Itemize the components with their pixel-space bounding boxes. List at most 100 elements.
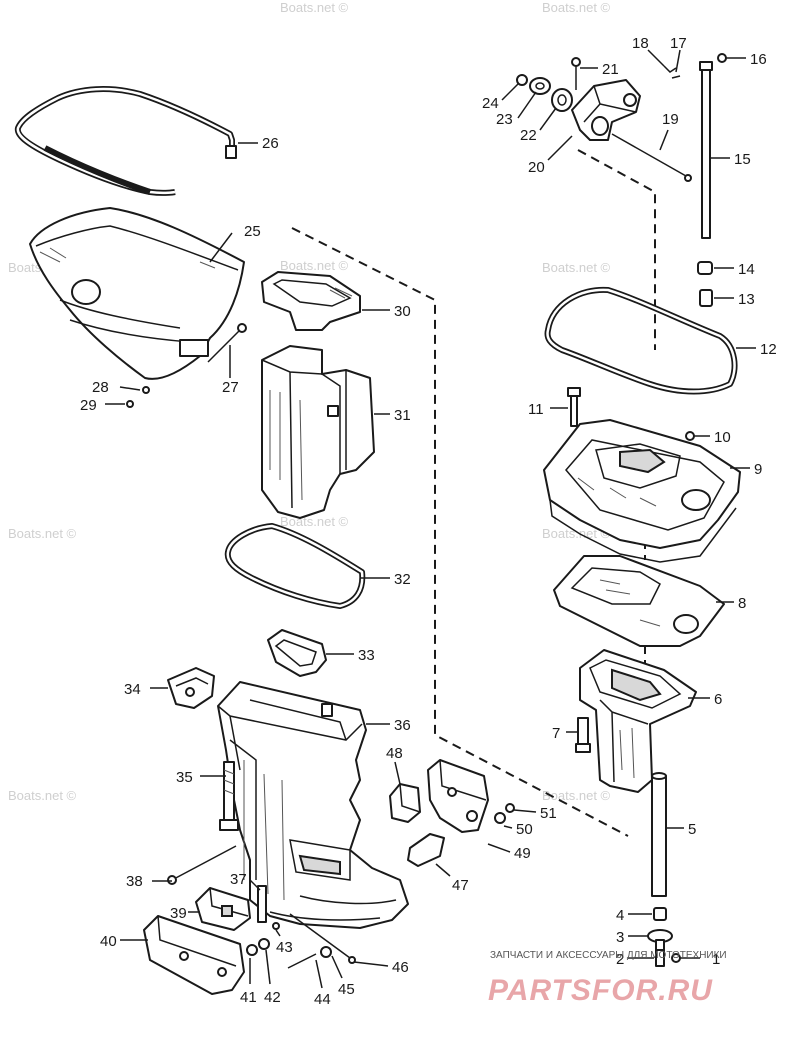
part-7-bolt <box>575 717 591 753</box>
part-25-lower-cowl <box>29 207 245 380</box>
watermark: Boats.net © <box>542 260 611 275</box>
part-30-seal-plate <box>261 271 361 331</box>
watermark: Boats.net © <box>280 0 349 15</box>
watermark: Boats.net © <box>542 0 611 15</box>
callout-43: 43 <box>276 939 293 956</box>
part-26-seal <box>14 86 237 196</box>
part-38-screw <box>167 845 237 885</box>
part-5-tube <box>651 772 667 897</box>
part-27-screw <box>207 323 247 363</box>
part-6-housing <box>579 649 697 793</box>
part-35-bolt <box>219 761 239 831</box>
callout-26: 26 <box>262 135 279 152</box>
callout-45: 45 <box>338 981 355 998</box>
callout-41: 41 <box>240 989 257 1006</box>
part-12-gasket <box>544 286 738 395</box>
callout-2: 2 <box>616 951 624 968</box>
callout-4: 4 <box>616 907 624 924</box>
part-13-bushing <box>699 289 713 307</box>
part-23-washer <box>529 77 551 95</box>
callout-25: 25 <box>244 223 261 240</box>
part-39-block <box>195 887 251 931</box>
brand-logo: PARTSFOR.RU <box>488 974 713 1007</box>
callout-27: 27 <box>222 379 239 396</box>
callout-14: 14 <box>738 261 755 278</box>
callout-31: 31 <box>394 407 411 424</box>
part-41-washer <box>246 944 258 956</box>
part-46-rod <box>289 913 356 964</box>
part-47-bracket <box>407 833 445 867</box>
callout-32: 32 <box>394 571 411 588</box>
part-10-nut <box>685 431 695 441</box>
part-32-gasket <box>224 523 366 609</box>
part-18-clip <box>663 65 677 73</box>
part-43-pin <box>272 922 280 930</box>
part-2-fitting <box>655 949 665 967</box>
callout-19: 19 <box>662 111 679 128</box>
part-11-bolt <box>567 387 581 427</box>
callout-39: 39 <box>170 905 187 922</box>
callout-16: 16 <box>750 51 767 68</box>
callout-13: 13 <box>738 291 755 308</box>
part-22-bushing <box>551 88 573 112</box>
callout-18: 18 <box>632 35 649 52</box>
callout-5: 5 <box>688 821 696 838</box>
callout-49: 49 <box>514 845 531 862</box>
callout-22: 22 <box>520 127 537 144</box>
callout-15: 15 <box>734 151 751 168</box>
callout-33: 33 <box>358 647 375 664</box>
callout-36: 36 <box>394 717 411 734</box>
part-17-pin <box>671 75 681 79</box>
part-49-bracket <box>427 759 489 833</box>
part-16-nut <box>717 53 727 63</box>
callout-44: 44 <box>314 991 331 1008</box>
part-24-nut <box>516 74 528 86</box>
callout-34: 34 <box>124 681 141 698</box>
callout-29: 29 <box>80 397 97 414</box>
part-37-stud <box>257 885 267 923</box>
callout-42: 42 <box>264 989 281 1006</box>
part-20-bracket <box>571 79 641 141</box>
callout-40: 40 <box>100 933 117 950</box>
part-34-mount <box>167 667 215 709</box>
watermark: Boats.net © <box>8 788 77 803</box>
assembly-line <box>577 149 656 350</box>
part-19-rod <box>611 133 692 182</box>
callout-8: 8 <box>738 595 746 612</box>
callout-46: 46 <box>392 959 409 976</box>
callout-20: 20 <box>528 159 545 176</box>
callout-9: 9 <box>754 461 762 478</box>
callout-28: 28 <box>92 379 109 396</box>
callout-1: 1 <box>712 951 720 968</box>
part-31-exhaust-baffle <box>261 345 375 519</box>
callout-3: 3 <box>616 929 624 946</box>
leader-lines <box>105 49 756 989</box>
callout-51: 51 <box>540 805 557 822</box>
part-28-washer <box>142 386 150 394</box>
part-33-cover <box>267 629 327 677</box>
part-48-mount <box>389 783 421 823</box>
part-29-nut <box>126 400 134 408</box>
callout-12: 12 <box>760 341 777 358</box>
callout-10: 10 <box>714 429 731 446</box>
watermark: Boats.net © <box>8 526 77 541</box>
callout-21: 21 <box>602 61 619 78</box>
part-21-screw <box>571 57 581 90</box>
part-3-retainer <box>647 929 673 951</box>
part-51-nut <box>505 803 515 813</box>
part-44-bolt <box>287 953 317 969</box>
callout-50: 50 <box>516 821 533 838</box>
brand-tagline: ЗАПЧАСТИ И АКСЕССУАРЫ ДЛЯ МОТОТЕХНИКИ <box>490 950 727 961</box>
part-4-bushing <box>653 907 667 921</box>
callout-37: 37 <box>230 871 247 888</box>
part-45-nut <box>320 946 332 958</box>
callout-6: 6 <box>714 691 722 708</box>
callout-11: 11 <box>528 401 544 418</box>
watermark: Boats.net © <box>542 788 611 803</box>
part-14-grommet <box>697 261 713 275</box>
part-15-shaft <box>699 61 713 239</box>
part-36-driveshaft-housing <box>217 681 409 929</box>
callout-24: 24 <box>482 95 499 112</box>
callout-23: 23 <box>496 111 513 128</box>
callout-48: 48 <box>386 745 403 762</box>
